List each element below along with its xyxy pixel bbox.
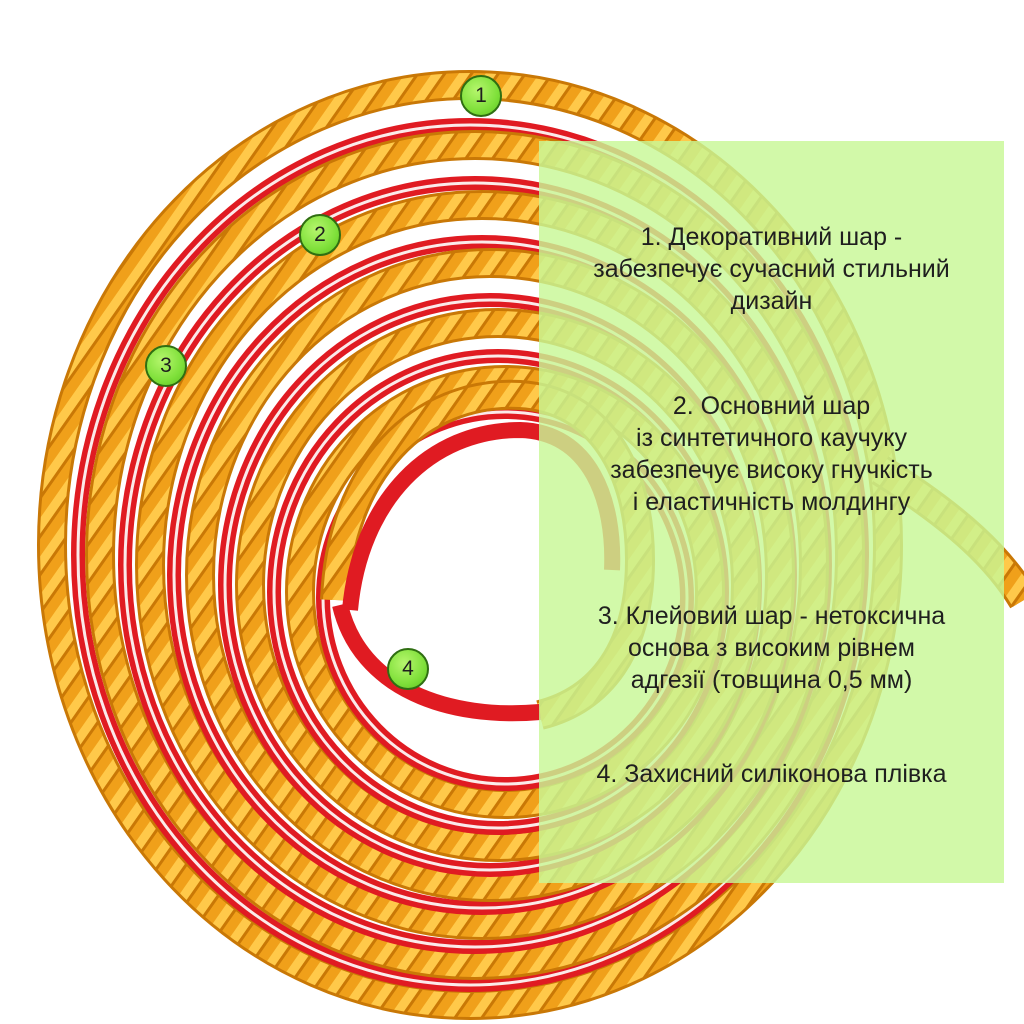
layer-marker-2: 2	[299, 214, 341, 256]
description-panel: 1. Декоративний шар - забезпечує сучасни…	[539, 141, 1004, 883]
layer-marker-4: 4	[387, 648, 429, 690]
layer-marker-1: 1	[460, 75, 502, 117]
layer-marker-3: 3	[145, 345, 187, 387]
layer-4-description: 4. Захисний силіконова плівка	[596, 760, 947, 788]
layer-1-description: 1. Декоративний шар - забезпечує сучасни…	[593, 223, 950, 315]
layer-2-description: 2. Основний шар із синтетичного каучуку …	[610, 392, 933, 516]
layer-3-description: 3. Клейовий шар - нетоксична основа з ви…	[597, 602, 946, 694]
